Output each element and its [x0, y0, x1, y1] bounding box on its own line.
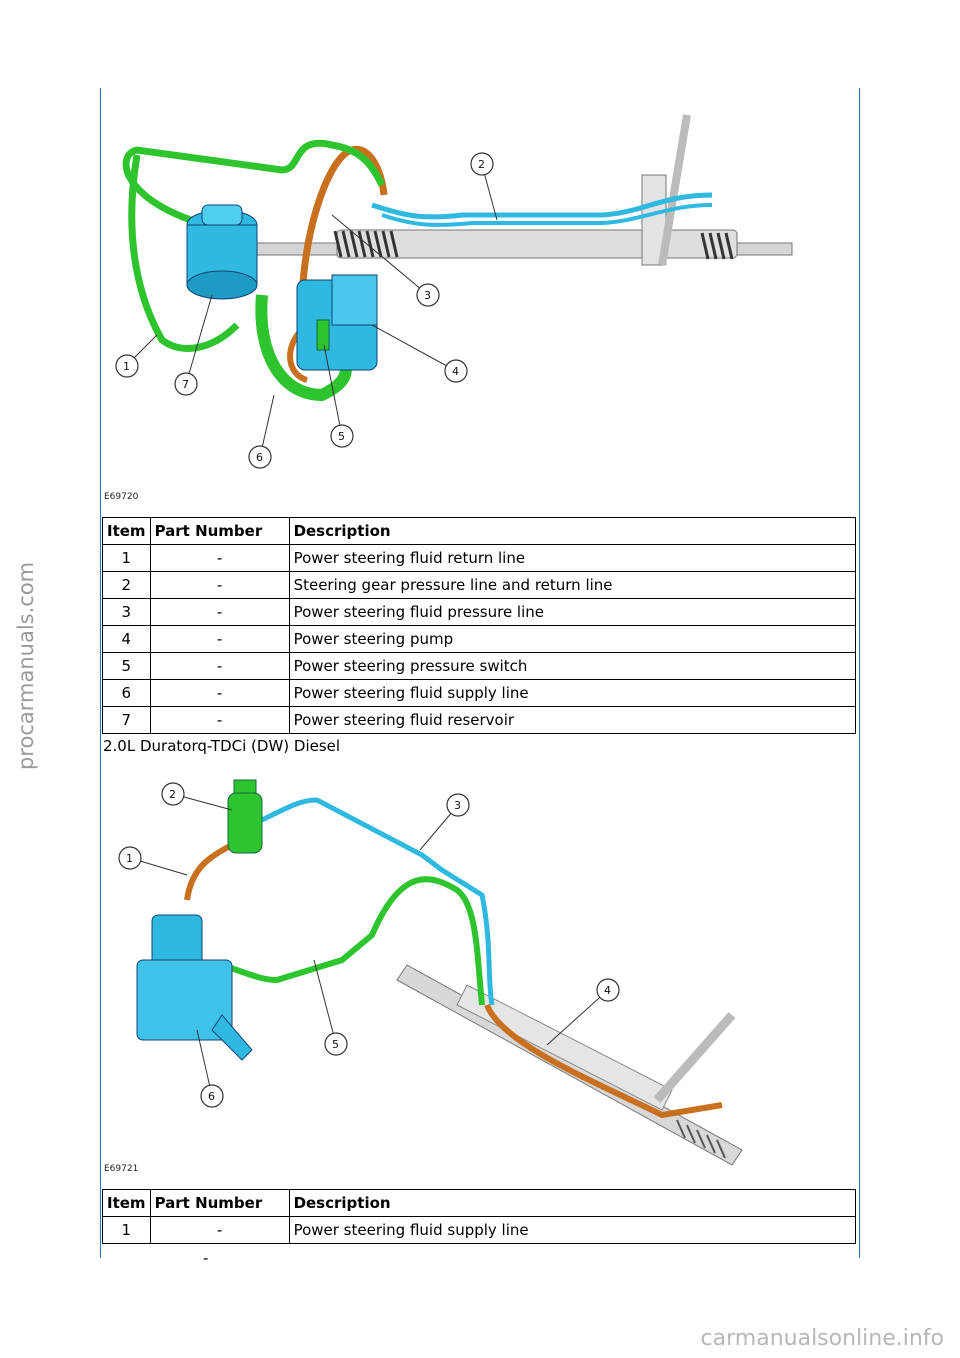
svg-text:4: 4	[452, 365, 459, 378]
header-item: Item	[102, 1189, 151, 1217]
page-frame-right	[859, 88, 860, 1258]
parts-table-1: Item Part Number Description 1 - Power s…	[102, 517, 857, 734]
pump-shape	[136, 914, 253, 1061]
header-description: Description	[288, 517, 857, 545]
page-frame-left	[100, 88, 101, 1258]
figure-2-illustration: 1 2 3 4 5 6	[118, 779, 743, 1166]
table-header-row: Item Part Number Description	[102, 1189, 857, 1217]
svg-text:1: 1	[126, 852, 133, 865]
table-row: 5 - Power steering pressure switch	[102, 652, 857, 680]
table-row: 7 - Power steering fluid reservoir	[102, 706, 857, 734]
figure-2-code: E69721	[104, 1164, 139, 1174]
figure-1-steering-diagram: 1 2 3 4 5 6 7	[102, 95, 858, 505]
svg-text:2: 2	[169, 788, 176, 801]
table-row: 2 - Steering gear pressure line and retu…	[102, 571, 857, 599]
steering-rack	[396, 964, 743, 1166]
reservoir-shape	[227, 779, 263, 854]
reservoir-shape	[186, 204, 258, 300]
header-part-number: Part Number	[149, 517, 290, 545]
table-header-row: Item Part Number Description	[102, 517, 857, 545]
svg-text:6: 6	[256, 451, 263, 464]
table-row: 4 - Power steering pump	[102, 625, 857, 653]
svg-text:4: 4	[604, 984, 611, 997]
section-title: 2.0L Duratorq-TDCi (DW) Diesel	[103, 737, 341, 755]
table-row: 1 - Power steering fluid supply line	[102, 1216, 857, 1244]
figure-2-steering-diagram: 1 2 3 4 5 6	[102, 765, 858, 1175]
svg-text:5: 5	[338, 430, 345, 443]
svg-text:1: 1	[123, 360, 130, 373]
svg-text:3: 3	[454, 799, 461, 812]
svg-text:3: 3	[424, 289, 431, 302]
svg-text:2: 2	[478, 158, 485, 171]
svg-text:6: 6	[208, 1090, 215, 1103]
side-watermark: procarmanuals.com	[14, 561, 38, 770]
header-item: Item	[102, 517, 151, 545]
table-row: 1 - Power steering fluid return line	[102, 544, 857, 572]
figure-1-illustration: 1 2 3 4 5 6 7	[115, 114, 793, 469]
table-row: 3 - Power steering fluid pressure line	[102, 598, 857, 626]
svg-text:7: 7	[182, 378, 189, 391]
header-description: Description	[288, 1189, 857, 1217]
figure-1-code: E69720	[104, 492, 139, 502]
table-row: 6 - Power steering fluid supply line	[102, 679, 857, 707]
header-part-number: Part Number	[149, 1189, 290, 1217]
svg-text:5: 5	[332, 1038, 339, 1051]
bottom-watermark: carmanualsonline.info	[700, 1326, 944, 1351]
steering-rack	[251, 114, 793, 266]
parts-table-2: Item Part Number Description 1 - Power s…	[102, 1189, 857, 1244]
trailing-part-number: -	[203, 1249, 209, 1267]
pump-shape	[296, 274, 378, 371]
